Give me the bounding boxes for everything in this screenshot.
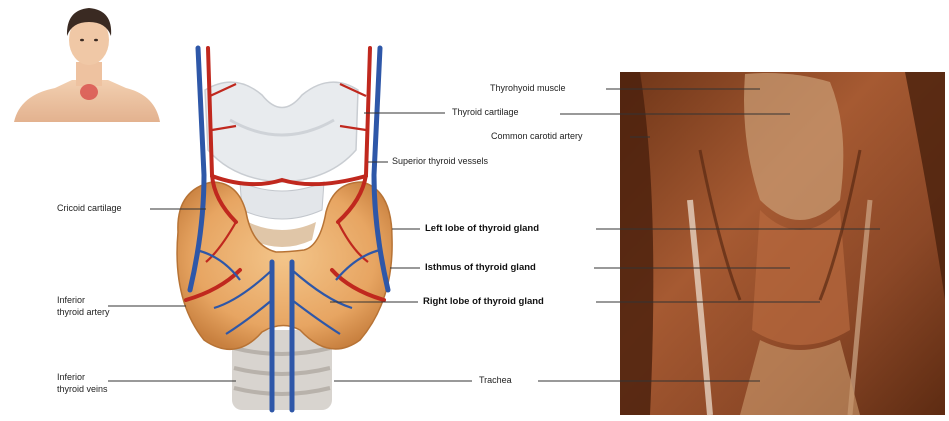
label-common-carotid-artery: Common carotid artery	[491, 131, 583, 142]
label-thyroid-cartilage: Thyroid cartilage	[452, 107, 519, 118]
label-superior-thyroid-vessels: Superior thyroid vessels	[392, 156, 488, 167]
label-isthmus: Isthmus of thyroid gland	[425, 262, 536, 273]
label-left-lobe: Left lobe of thyroid gland	[425, 223, 539, 234]
dissection-photo	[620, 72, 945, 415]
person-thumbnail	[14, 8, 160, 122]
thyroid-illustration	[177, 48, 392, 410]
label-inferior-thyroid-artery-2: thyroid artery	[57, 307, 110, 318]
label-thyrohyoid-muscle: Thyrohyoid muscle	[490, 83, 566, 94]
label-trachea: Trachea	[479, 375, 512, 386]
label-cricoid-cartilage: Cricoid cartilage	[57, 203, 122, 214]
label-inferior-thyroid-artery-1: Inferior	[57, 295, 85, 306]
label-right-lobe: Right lobe of thyroid gland	[423, 296, 544, 307]
label-inferior-thyroid-veins-2: thyroid veins	[57, 384, 108, 395]
label-inferior-thyroid-veins-1: Inferior	[57, 372, 85, 383]
